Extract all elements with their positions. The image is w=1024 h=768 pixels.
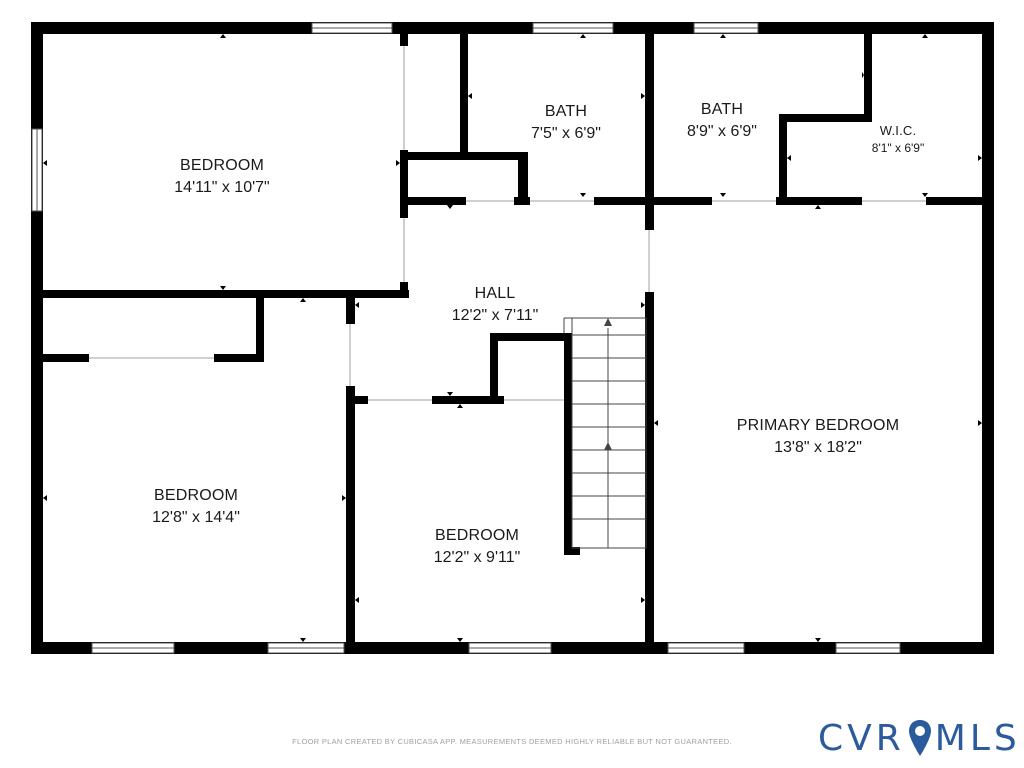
room-dimensions: 8'9" x 6'9" [687, 122, 757, 140]
door-openings [89, 46, 926, 401]
map-pin-icon [907, 718, 933, 758]
floor-plan-disclaimer: FLOOR PLAN CREATED BY CUBICASA APP. MEAS… [292, 737, 732, 746]
room-name: PRIMARY BEDROOM [736, 417, 900, 434]
room-name: BEDROOM [434, 527, 520, 544]
room-dimensions: 13'8" x 18'2" [774, 438, 862, 456]
room-dimensions: 8'1" x 6'9" [871, 140, 925, 155]
room-label-bedroom-s: BEDROOM 12'2" x 9'11" [392, 525, 562, 568]
cvrmls-logo: CVR MLS [818, 716, 1021, 760]
room-name: BATH [544, 103, 588, 120]
logo-text-right: MLS [934, 717, 1021, 759]
room-name: BATH [700, 101, 744, 118]
room-name: BEDROOM [179, 157, 265, 174]
room-dimensions: 12'2" x 7'11" [451, 306, 539, 324]
room-dimensions: 12'2" x 9'11" [433, 548, 521, 566]
room-name: HALL [474, 285, 516, 302]
room-dimensions: 12'8" x 14'4" [152, 508, 240, 526]
room-label-bedroom-nw: BEDROOM 14'11" x 10'7" [122, 155, 322, 198]
room-label-bedroom-sw: BEDROOM 12'8" x 14'4" [111, 485, 281, 528]
window-center-lines [36, 27, 900, 649]
room-label-wic: W.I.C. 8'1" x 6'9" [848, 122, 948, 156]
room-dimensions: 14'11" x 10'7" [174, 178, 270, 196]
staircase [563, 317, 647, 549]
dimension-ticks [43, 34, 982, 642]
room-label-bath-1: BATH 7'5" x 6'9" [506, 101, 626, 144]
room-label-primary-bedroom: PRIMARY BEDROOM 13'8" x 18'2" [708, 415, 928, 458]
room-name: BEDROOM [153, 487, 239, 504]
stair-arrow-icon [604, 318, 612, 450]
logo-text-left: CVR [818, 717, 905, 759]
room-name: W.I.C. [879, 123, 917, 138]
room-dimensions: 7'5" x 6'9" [531, 124, 601, 142]
room-label-hall: HALL 12'2" x 7'11" [425, 283, 565, 326]
room-label-bath-2: BATH 8'9" x 6'9" [662, 99, 782, 142]
